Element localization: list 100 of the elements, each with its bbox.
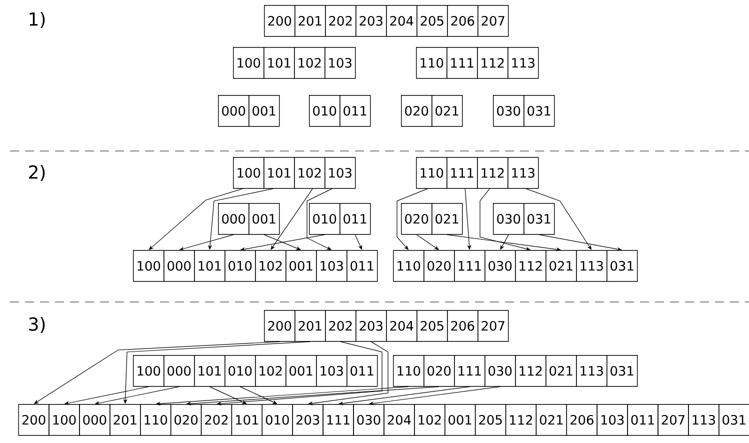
table-cell: 102 [414, 404, 446, 436]
table-cell: 113 [688, 404, 720, 436]
table-cell: 000 [164, 250, 195, 282]
table-cell: 111 [322, 404, 354, 436]
table-cell: 206 [566, 404, 598, 436]
table-cell: 101 [231, 404, 263, 436]
arrow [270, 188, 313, 250]
table-cell: 020 [401, 95, 432, 127]
table-cell: 113 [576, 250, 608, 282]
table-cell: 001 [248, 95, 280, 127]
table-cell: 111 [454, 250, 486, 282]
table-cell: 030 [353, 404, 384, 436]
table-cell: 100 [133, 354, 164, 387]
table-cell: 030 [484, 354, 516, 387]
table-cell: 204 [386, 310, 418, 342]
table-cell: 206 [447, 5, 478, 37]
table-cell: 010 [224, 354, 256, 387]
table-cell: 205 [416, 5, 448, 37]
table-cell: 207 [478, 5, 509, 37]
table-cell: 112 [477, 47, 508, 79]
table-cell: 001 [248, 203, 280, 235]
table-cell: 201 [294, 310, 326, 342]
table-cell: 207 [658, 404, 689, 436]
table-cell: 110 [393, 354, 424, 387]
table-cell: 203 [356, 310, 387, 342]
table-cell: 102 [294, 47, 326, 79]
table-cell: 112 [477, 157, 508, 189]
table-cell: 031 [524, 95, 555, 127]
table-cell: 000 [218, 95, 250, 127]
table-cell: 011 [340, 203, 371, 235]
table-cell: 203 [292, 404, 324, 436]
table-cell: 112 [505, 404, 537, 436]
table-cell: 010 [309, 203, 340, 235]
table-cell: 111 [446, 47, 478, 79]
table-cell: 011 [346, 354, 378, 387]
table-cell: 020 [401, 203, 432, 235]
arrow [500, 234, 509, 250]
table-cell: 102 [294, 157, 326, 189]
table-cell: 100 [233, 47, 264, 79]
table-cell: 020 [424, 354, 455, 387]
table-cell: 011 [346, 250, 378, 282]
table-cell: 021 [536, 404, 567, 436]
table-cell: 001 [286, 250, 317, 282]
table-cell: 031 [524, 203, 555, 235]
table-cell: 200 [264, 5, 296, 37]
table-cell: 030 [484, 250, 516, 282]
table-cell: 100 [233, 157, 264, 189]
table-cell: 205 [416, 310, 448, 342]
table-cell: 110 [140, 404, 172, 436]
table-cell: 110 [416, 47, 448, 79]
table-cell: 101 [264, 47, 295, 79]
table-cell: 200 [18, 404, 50, 436]
table-cell: 030 [493, 95, 524, 127]
table-cell: 111 [446, 157, 478, 189]
table-cell: 010 [262, 404, 293, 436]
table-cell: 021 [432, 95, 463, 127]
table-cell: 113 [576, 354, 608, 387]
table-cell: 102 [255, 250, 286, 282]
table-cell: 201 [294, 5, 326, 37]
table-cell: 110 [393, 250, 424, 282]
table-cell: 103 [316, 354, 348, 387]
table-cell: 200 [264, 310, 296, 342]
step-number: 1) [30, 12, 45, 28]
table-cell: 021 [546, 354, 577, 387]
table-cell: 020 [424, 250, 455, 282]
table-cell: 205 [474, 404, 506, 436]
table-cell: 100 [133, 250, 164, 282]
arrow [148, 188, 243, 250]
step-number: 2) [29, 165, 45, 181]
table-cell: 207 [478, 310, 509, 342]
table-cell: 111 [454, 354, 486, 387]
table-cell: 011 [627, 404, 658, 436]
table-cell: 110 [416, 157, 448, 189]
table-cell: 112 [515, 354, 546, 387]
table-cell: 010 [224, 250, 256, 282]
table-cell: 113 [508, 157, 539, 189]
table-cell: 020 [170, 404, 202, 436]
table-cell: 103 [324, 157, 356, 189]
arrow [354, 234, 362, 250]
arrow [306, 188, 332, 250]
table-cell: 206 [447, 310, 478, 342]
table-cell: 102 [255, 354, 286, 387]
table-cell: 031 [718, 404, 749, 436]
table-cell: 101 [194, 354, 226, 387]
table-cell: 112 [515, 250, 546, 282]
table-cell: 000 [164, 354, 195, 387]
table-cell: 103 [596, 404, 628, 436]
table-cell: 204 [386, 5, 418, 37]
table-cell: 103 [324, 47, 356, 79]
table-cell: 203 [356, 5, 387, 37]
table-cell: 001 [444, 404, 476, 436]
table-cell: 201 [110, 404, 141, 436]
table-cell: 101 [264, 157, 295, 189]
table-cell: 021 [546, 250, 577, 282]
table-cell: 113 [508, 47, 539, 79]
table-cell: 001 [286, 354, 317, 387]
table-cell: 202 [325, 310, 356, 342]
table-cell: 011 [340, 95, 371, 127]
table-cell: 010 [309, 95, 340, 127]
table-cell: 101 [194, 250, 226, 282]
